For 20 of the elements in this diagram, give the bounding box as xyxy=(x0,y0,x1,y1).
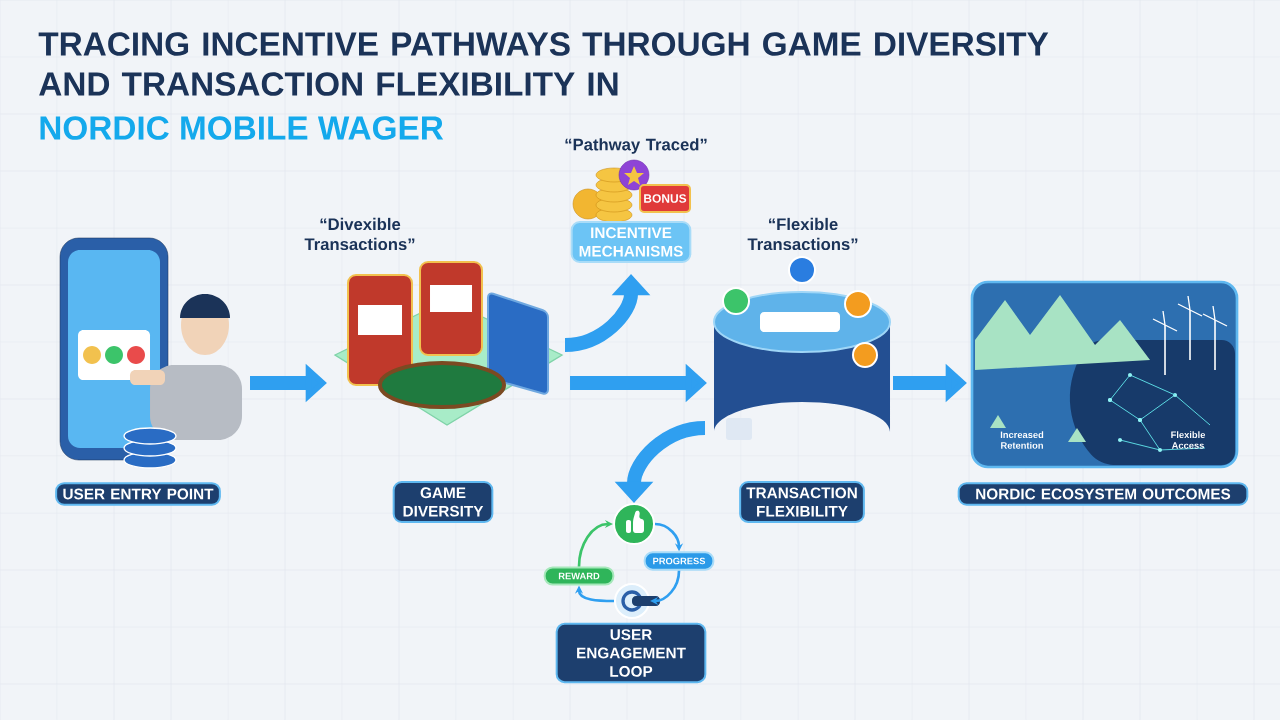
badge-text: BONUS xyxy=(644,194,687,203)
status-pill: REWARD xyxy=(543,566,615,586)
subtitle: NORDIC MOBILE WAGER xyxy=(40,116,444,140)
label-pill: GAME DIVERSITY xyxy=(392,481,494,523)
label-pill: USER ENGAGEMENT LOOP xyxy=(555,622,707,684)
label-pill: NORDIC ECOSYSTEM OUTCOMES xyxy=(957,482,1249,506)
quote-caption: “Flexible Transactions” xyxy=(747,217,858,251)
title: TRACING INCENTIVE PATHWAYS THROUGH GAME DIVERSITY AND TRANSACTION FLEXIBILITY IN xyxy=(38,32,1049,96)
arrow xyxy=(650,570,681,606)
label-pill: TRANSACTION FLEXIBILITY xyxy=(739,481,865,523)
panel-label: Increased Retention xyxy=(1000,431,1044,449)
status-pill: PROGRESS xyxy=(643,551,715,571)
quote-caption: “Divexible Transactions” xyxy=(304,217,415,251)
label-pill: USER ENTRY POINT xyxy=(55,482,221,506)
label-pill: INCENTIVE MECHANISMS xyxy=(570,221,692,263)
thumbs-up-icon xyxy=(613,503,655,545)
panel-label: Flexible Access xyxy=(1171,431,1206,449)
arrow xyxy=(577,519,613,567)
quote-caption: “Pathway Traced” xyxy=(565,138,707,154)
sync-icon xyxy=(614,583,660,619)
